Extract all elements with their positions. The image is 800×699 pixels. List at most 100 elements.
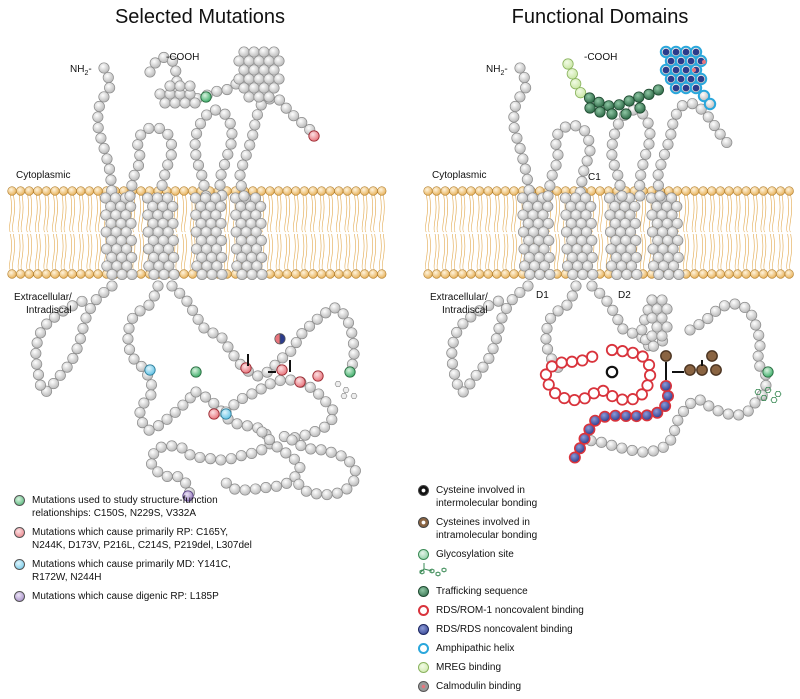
legend-mreg-binding: MREG binding [418,661,618,674]
residue [54,369,66,381]
residue [161,470,173,482]
black-cysteine-icon [418,485,429,496]
residue [524,268,536,281]
residue [47,378,60,390]
residue [138,397,150,409]
residue [672,234,684,247]
residue [179,97,191,109]
rom1-binding-residue [576,354,589,367]
residue [318,421,331,433]
residue [216,332,228,344]
calmodulin-core [677,57,685,65]
residue [76,295,88,307]
residue [285,345,297,357]
residue [206,268,218,281]
residue [517,153,529,165]
residue [256,444,268,456]
residue [702,111,714,123]
residue [286,434,298,446]
residue [760,379,772,392]
residue [657,441,669,453]
residue [695,103,707,115]
residue [294,461,306,474]
residue [134,149,146,161]
residue [666,226,679,238]
trafficking-residue [613,99,625,111]
left-legend: Mutations used to study structure-functi… [14,494,274,609]
residue [222,341,234,353]
calmodulin-core [672,84,680,92]
residue [299,429,311,441]
residue [567,268,579,281]
residue [48,311,61,323]
residue [739,301,751,314]
residue [198,179,210,191]
rds-binding-residue [640,409,653,422]
residue [578,165,590,177]
residue [145,458,158,470]
residue [121,260,133,272]
rom1-binding-residue [635,388,648,401]
residue [172,471,184,483]
right-intradiscal-label: Intradiscal [442,305,488,316]
amphipathic-helix-residue [703,97,717,111]
residue [295,440,307,452]
residue [754,340,766,352]
glycan-sugar [770,396,778,404]
glycan-sugar [764,386,772,394]
residue [211,85,223,97]
residue [624,209,636,221]
residue [255,200,267,213]
green-mutation-icon [14,495,25,506]
residue [637,159,649,171]
residue [655,159,667,171]
residue [487,343,499,355]
residue [552,128,564,140]
residue [211,260,223,272]
residue [300,485,312,497]
rom1-binding-residue [555,356,568,369]
residue [246,388,258,400]
residue [635,169,647,181]
mutation-purple-residue [182,490,194,502]
residue [255,234,267,247]
residue [280,447,292,459]
residue [347,338,360,350]
rom1-binding-residue [565,355,579,368]
mreg-residue [562,58,574,70]
residue [520,82,532,94]
residue [116,268,128,281]
residue [268,82,280,94]
residue [234,169,246,181]
residue [606,149,618,161]
residue [66,300,78,312]
residue [606,138,618,150]
glycan-sugar [760,394,768,402]
residue [192,159,205,171]
mutation-red-residue [312,370,324,382]
residue [244,139,256,151]
residue [226,128,238,140]
trafficking-residue [606,108,618,120]
residue [236,392,249,405]
residue [570,120,582,132]
residue [241,420,253,432]
residue [545,312,557,324]
trafficking-icon [418,586,429,597]
residue [490,333,502,345]
rds-binding-residue [598,410,611,423]
rom1-binding-residue [568,393,581,407]
residue [274,374,286,387]
residue [661,303,673,315]
residue [273,55,285,67]
left-panel-title: Selected Mutations [114,6,286,28]
calmodulin-core [687,57,695,65]
residue [642,117,654,129]
amphipathic-helix-residue [697,89,711,103]
residue [34,327,47,339]
residue [320,396,332,408]
residue [176,442,188,454]
glycan-sugar [342,387,350,393]
trafficking-residue [593,96,605,109]
residue [612,169,624,181]
